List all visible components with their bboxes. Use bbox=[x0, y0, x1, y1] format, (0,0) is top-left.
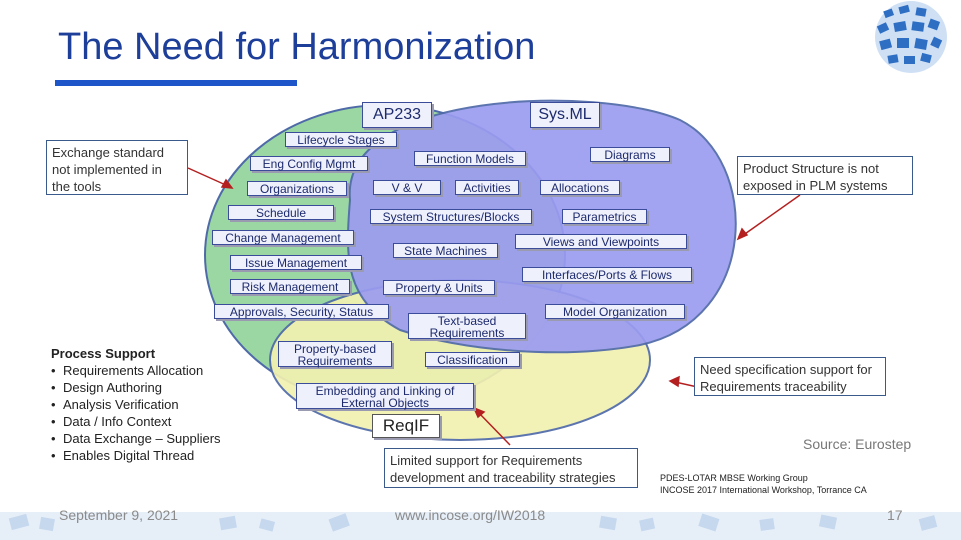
list-item: Enables Digital Thread bbox=[51, 447, 221, 464]
label-embedding-linking: Embedding and Linking of External Object… bbox=[296, 383, 474, 409]
reqif-label: ReqIF bbox=[372, 414, 440, 438]
label-property-units: Property & Units bbox=[383, 280, 495, 295]
label-views-and-viewpoints: Views and Viewpoints bbox=[515, 234, 687, 249]
page-number: 17 bbox=[887, 507, 903, 523]
arrow-limited-head bbox=[472, 406, 486, 419]
arrow-exchange bbox=[187, 167, 229, 187]
label-eng-config-mgmt: Eng Config Mgmt bbox=[250, 156, 368, 171]
label-organizations: Organizations bbox=[247, 181, 347, 196]
label-risk-management: Risk Management bbox=[230, 279, 350, 294]
source-note: Source: Eurostep bbox=[803, 436, 912, 452]
label-classification: Classification bbox=[425, 352, 520, 367]
footer-date: September 9, 2021 bbox=[59, 507, 179, 523]
arrow-exchange-head bbox=[220, 178, 234, 189]
arrow-limited bbox=[477, 411, 511, 446]
label-model-organization: Model Organization bbox=[545, 304, 685, 319]
arrow-need-head bbox=[668, 375, 680, 388]
label-function-models: Function Models bbox=[414, 151, 526, 166]
label-issue-management: Issue Management bbox=[230, 255, 362, 270]
label-diagrams: Diagrams bbox=[590, 147, 670, 162]
process-support-heading: Process Support bbox=[51, 346, 156, 361]
list-item: Design Authoring bbox=[51, 379, 221, 396]
callout-need-specification: Need specification support for Requireme… bbox=[694, 357, 886, 396]
pdes-line-2: INCOSE 2017 International Workshop, Torr… bbox=[660, 485, 867, 495]
list-item: Requirements Allocation bbox=[51, 362, 221, 379]
incose-globe-logo bbox=[875, 1, 947, 73]
pdes-note: PDES-LOTAR MBSE Working Group INCOSE 201… bbox=[660, 472, 867, 496]
title-underline bbox=[55, 80, 297, 86]
label-system-structures-blocks: System Structures/Blocks bbox=[370, 209, 532, 224]
label-text-based-requirements: Text-based Requirements bbox=[408, 313, 526, 339]
label-parametrics: Parametrics bbox=[562, 209, 647, 224]
label-change-management: Change Management bbox=[212, 230, 354, 245]
label-activities: Activities bbox=[455, 180, 519, 195]
footer-url[interactable]: www.incose.org/IW2018 bbox=[395, 507, 546, 523]
list-item: Data Exchange – Suppliers bbox=[51, 430, 221, 447]
label-property-based-requirements: Property-based Requirements bbox=[278, 341, 392, 367]
label-v-and-v: V & V bbox=[373, 180, 441, 195]
pdes-line-1: PDES-LOTAR MBSE Working Group bbox=[660, 473, 808, 483]
arrow-product-head bbox=[736, 227, 749, 241]
process-support-list: Requirements Allocation Design Authoring… bbox=[51, 362, 221, 464]
list-item: Data / Info Context bbox=[51, 413, 221, 430]
process-support: Process Support Requirements Allocation … bbox=[51, 345, 221, 464]
slide-title: The Need for Harmonization bbox=[58, 26, 536, 68]
callout-exchange-standard: Exchange standard not implemented in the… bbox=[46, 140, 188, 195]
callout-product-structure: Product Structure is not exposed in PLM … bbox=[737, 156, 913, 195]
label-lifecycle-stages: Lifecycle Stages bbox=[285, 132, 397, 147]
label-approvals-security-status: Approvals, Security, Status bbox=[214, 304, 389, 319]
ap233-label: AP233 bbox=[362, 102, 432, 128]
label-interfaces-ports-flows: Interfaces/Ports & Flows bbox=[522, 267, 692, 282]
label-schedule: Schedule bbox=[228, 205, 334, 220]
arrow-product bbox=[741, 194, 801, 237]
callout-limited-support: Limited support for Requirements develop… bbox=[384, 448, 638, 488]
label-allocations: Allocations bbox=[540, 180, 620, 195]
list-item: Analysis Verification bbox=[51, 396, 221, 413]
sysml-label: Sys.ML bbox=[530, 102, 600, 128]
label-state-machines: State Machines bbox=[393, 243, 498, 258]
